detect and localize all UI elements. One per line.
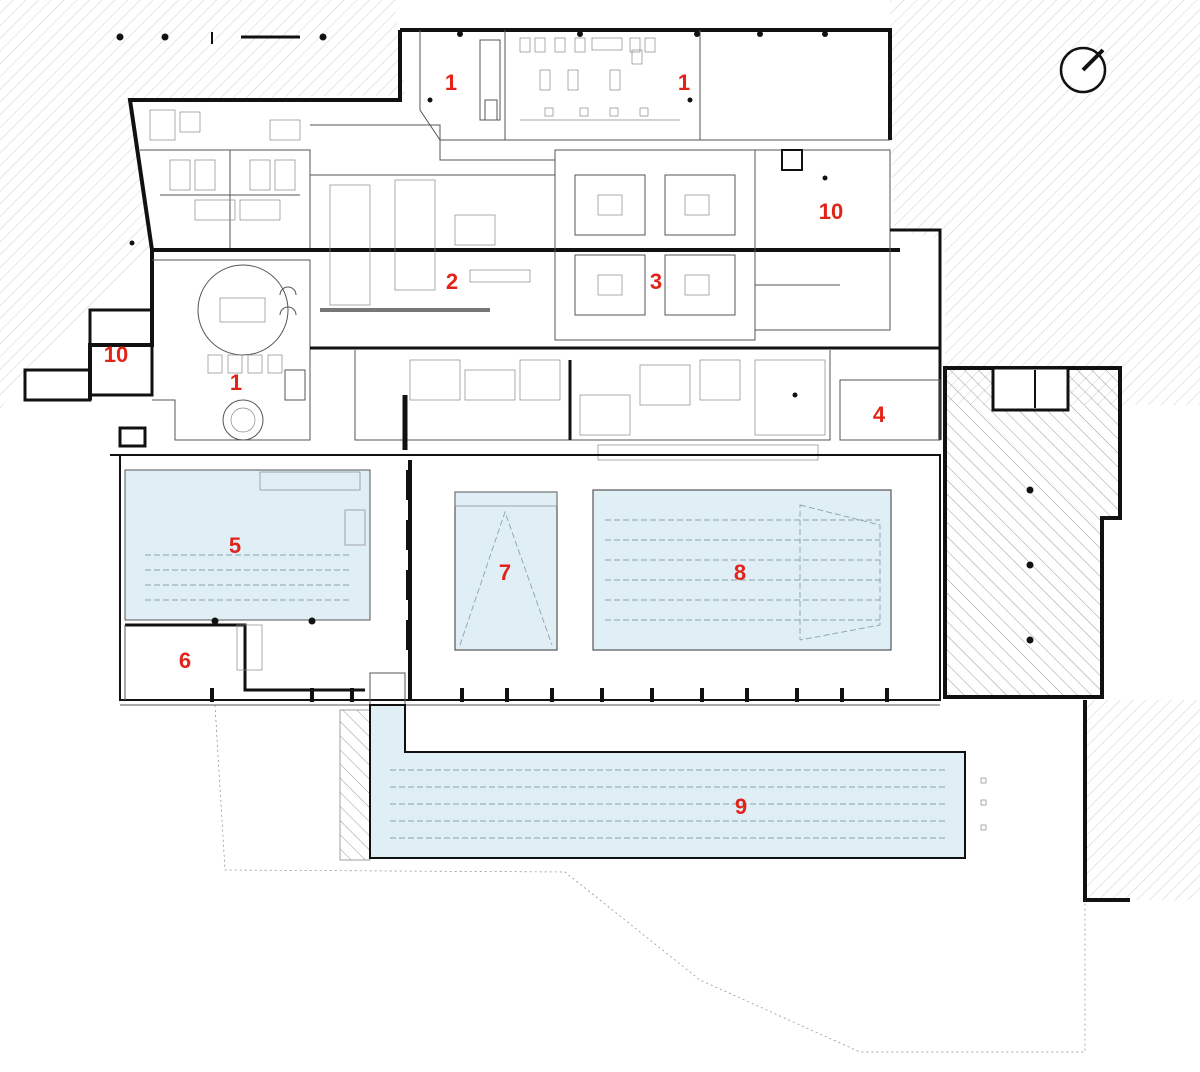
room-label-1-lobby: 1 xyxy=(230,370,242,395)
north-wing xyxy=(127,28,892,251)
site-marks xyxy=(116,32,327,44)
room-label-8: 8 xyxy=(734,560,746,585)
room-label-1-north-right: 1 xyxy=(678,70,690,95)
room-label-9: 9 xyxy=(735,794,747,819)
room-label-1-north-left: 1 xyxy=(445,70,457,95)
service-row xyxy=(310,346,941,461)
room-label-2: 2 xyxy=(446,269,458,294)
site-hatch xyxy=(0,0,1200,900)
room-label-4: 4 xyxy=(873,402,886,427)
room-label-3: 3 xyxy=(650,269,662,294)
pool-hall xyxy=(110,454,941,706)
room-label-5: 5 xyxy=(229,533,241,558)
east-block xyxy=(943,366,1130,902)
central-wing xyxy=(310,149,942,440)
north-arrow-icon xyxy=(1059,46,1107,94)
room-label-7: 7 xyxy=(499,560,511,585)
outdoor-pool xyxy=(214,672,1086,1053)
room-labels: 1 1 1 2 3 4 5 6 7 8 9 10 10 xyxy=(104,70,886,819)
west-wing xyxy=(23,109,900,448)
room-label-10-west: 10 xyxy=(104,342,128,367)
room-label-6: 6 xyxy=(179,648,191,673)
room-label-10-east: 10 xyxy=(819,199,843,224)
